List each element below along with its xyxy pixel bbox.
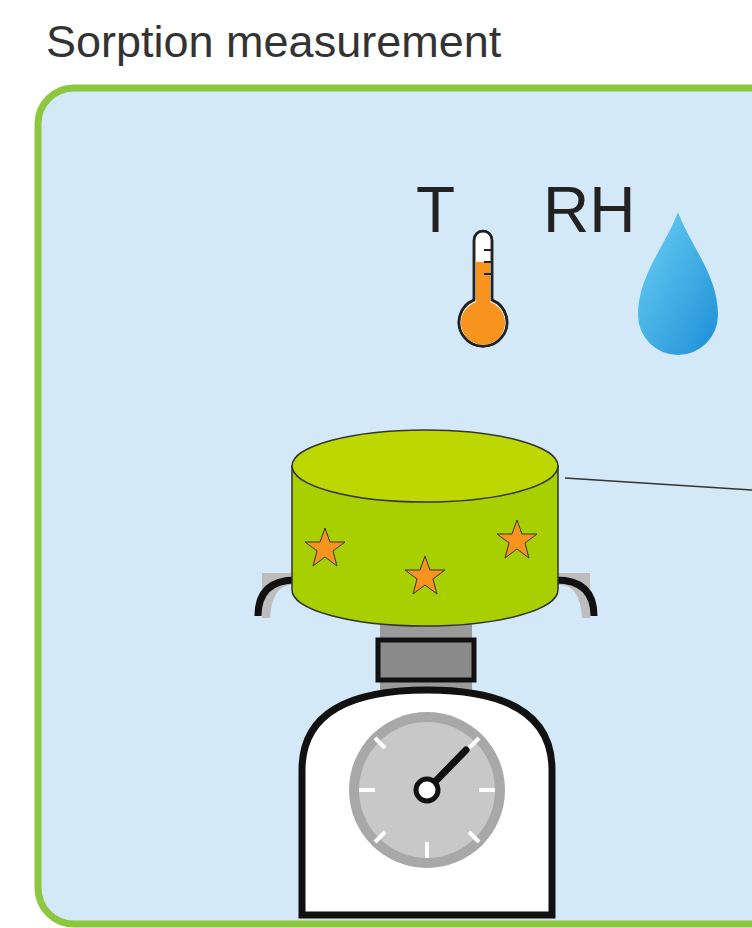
scale bbox=[258, 573, 594, 915]
leader-line bbox=[565, 478, 752, 490]
thermometer-symbol bbox=[459, 231, 507, 346]
symbol-label: T bbox=[416, 178, 455, 242]
sample-cylinder bbox=[292, 430, 558, 626]
symbol-label: RH bbox=[543, 178, 635, 242]
panel-border bbox=[38, 88, 752, 924]
water-drop bbox=[638, 212, 718, 355]
panel-heading: Sorption measurement bbox=[46, 16, 501, 68]
